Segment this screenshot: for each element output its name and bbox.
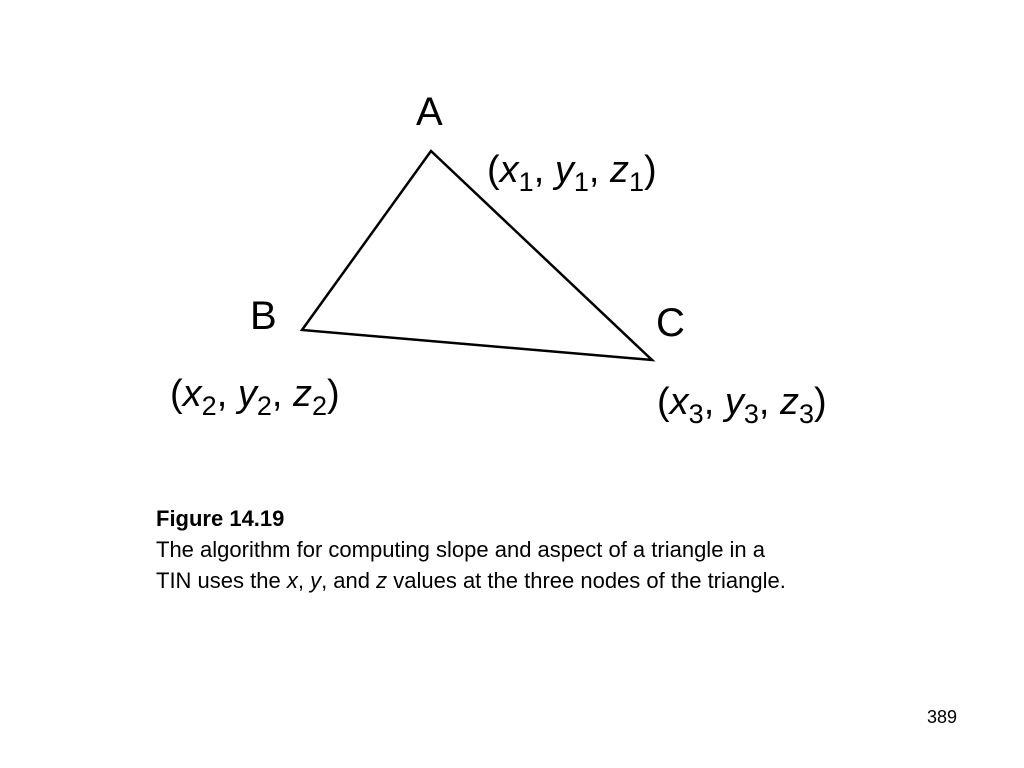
- vertex-label-c: C: [656, 301, 685, 345]
- vertex-b-coordinates: (x2, y2, z2): [170, 373, 340, 421]
- caption-line-1: The algorithm for computing slope and as…: [156, 537, 766, 562]
- vertex-label-b: B: [250, 294, 277, 338]
- vertex-c-coordinates: (x3, y3, z3): [657, 381, 827, 429]
- figure-title: Figure 14.19: [156, 506, 285, 531]
- vertex-a-coordinates: (x1, y1, z1): [487, 149, 657, 197]
- vertex-label-a: A: [416, 90, 443, 134]
- caption-line-2: TIN uses the x, y, and z values at the t…: [156, 568, 786, 593]
- triangle-outline: [299, 149, 656, 362]
- page-number: 389: [927, 707, 958, 727]
- figure-caption: Figure 14.19 The algorithm for computing…: [156, 503, 916, 596]
- tin-triangle-diagram: [299, 149, 656, 362]
